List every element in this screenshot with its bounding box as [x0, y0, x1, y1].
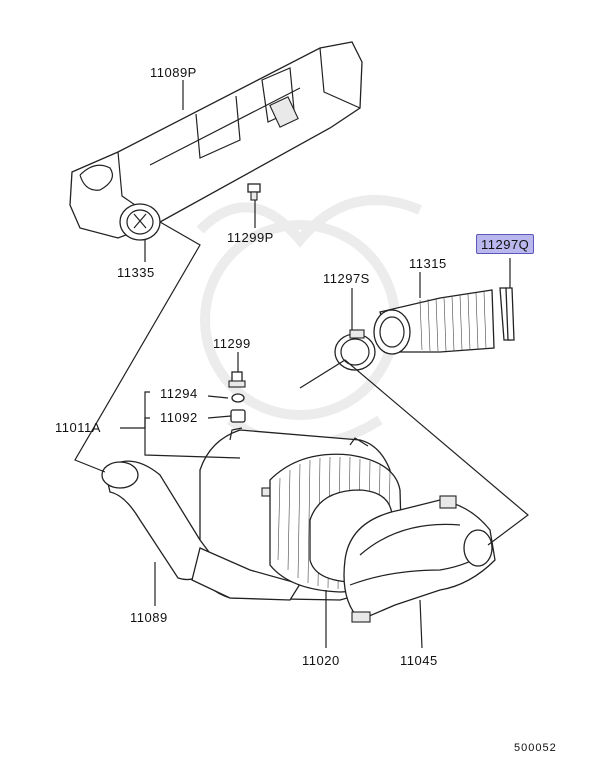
callout-11011A[interactable]: 11011A — [55, 420, 101, 435]
diagram-reference-number: 500052 — [514, 742, 557, 754]
elbow-duct-11089[interactable] — [101, 460, 302, 601]
bolt-11299P[interactable] — [247, 183, 261, 201]
intake-duct-11089P[interactable] — [69, 41, 363, 241]
callout-11315[interactable]: 11315 — [409, 256, 447, 271]
clip-11297Q[interactable] — [499, 287, 515, 341]
cover-11045[interactable] — [343, 495, 496, 623]
callout-11045[interactable]: 11045 — [400, 653, 438, 668]
callout-11089P[interactable]: 11089P — [150, 65, 197, 80]
callout-11297S[interactable]: 11297S — [323, 271, 370, 286]
callout-11020[interactable]: 11020 — [302, 653, 340, 668]
callout-11299[interactable]: 11299 — [213, 336, 251, 351]
callout-11299P[interactable]: 11299P — [227, 230, 274, 245]
callout-11335[interactable]: 11335 — [117, 265, 155, 280]
callout-11294[interactable]: 11294 — [160, 386, 198, 401]
bellows-hose-11315[interactable] — [373, 289, 495, 355]
callout-11297Q-highlighted[interactable]: 11297Q — [476, 234, 535, 254]
leader-lines — [74, 80, 529, 649]
callout-11092[interactable]: 11092 — [160, 410, 198, 425]
clamp-11297S[interactable] — [334, 329, 376, 371]
washer-11294[interactable] — [231, 393, 245, 403]
bolt-11299[interactable] — [228, 371, 246, 388]
callout-11089[interactable]: 11089 — [130, 610, 168, 625]
bushing-11092[interactable] — [230, 409, 246, 423]
